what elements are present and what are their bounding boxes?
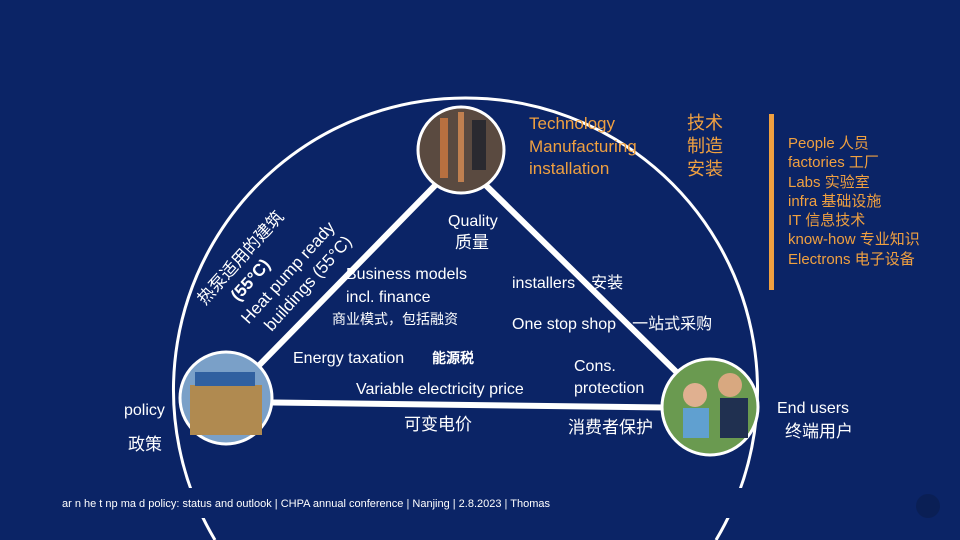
cons-protection-zh: 消费者保护: [568, 418, 653, 437]
resource-item: Electrons 电子设备: [788, 251, 915, 268]
tech-en-2: Manufacturing: [529, 137, 637, 156]
resource-item: IT 信息技术: [788, 212, 865, 229]
quality-en: Quality: [448, 213, 498, 230]
tech-zh-3: 安装: [687, 159, 723, 179]
one-stop-shop-label: One stop shop 一站式采购: [512, 315, 712, 333]
resource-item: People 人员: [788, 135, 869, 152]
footer-band: [0, 488, 960, 518]
cons-protection-2: protection: [574, 380, 644, 397]
electricity-price-zh: 可变电价: [404, 415, 472, 434]
resources-list: People 人员 factories 工厂 Labs 实验室 infra 基础…: [788, 135, 920, 268]
policy-en: policy: [124, 402, 165, 419]
business-models-zh: 商业模式，包括融资: [332, 311, 458, 327]
electricity-price-en: Variable electricity price: [356, 381, 524, 398]
energy-taxation-zh: 能源税: [432, 350, 474, 366]
orange-bar: [769, 114, 774, 290]
policy-zh: 政策: [128, 435, 162, 454]
energy-taxation-en: Energy taxation: [293, 350, 404, 367]
tech-zh-1: 技术: [687, 113, 723, 133]
resource-item: know-how 专业知识: [788, 231, 920, 248]
resource-item: infra 基础设施: [788, 193, 881, 210]
cons-protection-1: Cons.: [574, 358, 616, 375]
outer-arc: [172, 96, 759, 540]
business-models-en-2: incl. finance: [346, 289, 431, 306]
left-arc-label: 热泵适用的建筑 (55°C) Heat pump ready buildings…: [194, 207, 356, 334]
footer-text: ar n he t np ma d policy: status and out…: [62, 498, 550, 510]
technology-image: [416, 105, 506, 195]
triangle: [227, 157, 708, 411]
quality-zh: 质量: [455, 233, 489, 252]
tech-en-3: installation: [529, 159, 609, 178]
end-users-zh: 终端用户: [785, 422, 853, 441]
business-models-en-1: Business models: [346, 266, 467, 283]
resource-item: factories 工厂: [788, 154, 879, 171]
tech-zh-2: 制造: [687, 136, 723, 156]
end-users-en: End users: [777, 400, 849, 417]
policy-building-image: [178, 350, 274, 446]
installers-label: installers 安装: [512, 274, 623, 292]
logo-blur: [916, 494, 940, 518]
resource-item: Labs 实验室: [788, 174, 870, 191]
end-users-image: [660, 357, 760, 457]
tech-en-1: Technology: [529, 114, 616, 133]
